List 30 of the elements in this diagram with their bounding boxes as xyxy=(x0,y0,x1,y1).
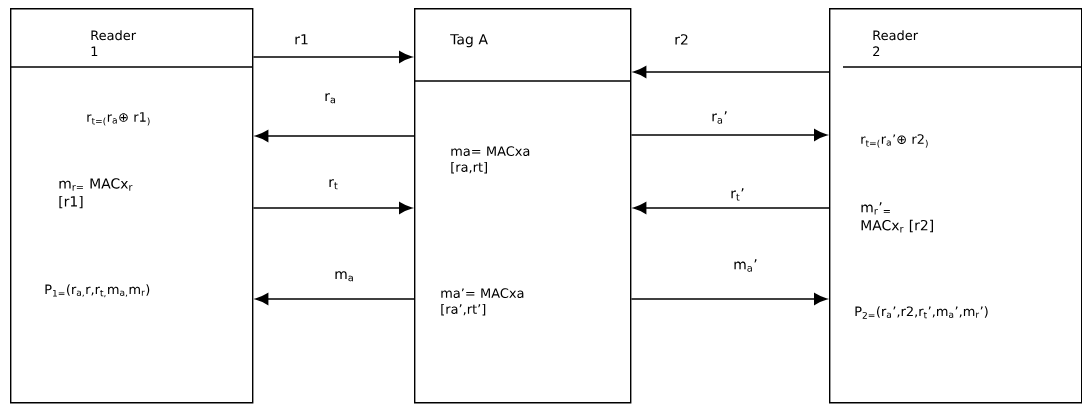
formula-text: m$_{r=}$ MACx$_{r}$ [r1] xyxy=(59,178,133,209)
edge-label: r$_{t}$ xyxy=(327,178,340,191)
arrow xyxy=(252,51,412,63)
participant-box xyxy=(829,8,1082,404)
formula-text: m$_{r}$’$_{=}$ MACx$_{r}$ [r2] xyxy=(861,202,933,233)
edge-label: r1 xyxy=(293,33,310,46)
participant-box xyxy=(414,8,632,404)
participant-label: Reader 2 xyxy=(873,30,919,56)
participant-label: Tag A xyxy=(450,34,488,48)
edge-label: r$_{a}$’ xyxy=(710,110,729,125)
edge-label: r2 xyxy=(673,33,690,46)
formula-text: P$_{2=}$(r$_{a}$’,r2,r$_{t}$’,m$_{a}$’,m$_{r}$’) xyxy=(855,306,988,319)
edge-label: m$_{a}$ xyxy=(333,270,356,283)
edge-label: r$_{a}$ xyxy=(323,92,338,105)
participant-label: Reader 1 xyxy=(91,30,137,56)
formula-text: P$_{1=}$(r$_{a,}$r,r$_{t,}$m$_{a,}$m$_{r}$) xyxy=(45,284,150,298)
arrow xyxy=(630,293,827,305)
arrow xyxy=(630,129,827,141)
participant-box xyxy=(10,8,254,404)
arrow xyxy=(633,66,830,78)
arrow xyxy=(255,293,415,305)
formula-text: r$_{t=(}$r$_{a}$⊕ r1$_{)}$ xyxy=(87,112,150,126)
formula-text: ma= MACxa [ra,rt] xyxy=(451,146,530,174)
edge-label: r$_{t}$’ xyxy=(729,187,746,202)
arrow xyxy=(252,202,412,214)
arrow xyxy=(255,130,415,142)
arrow xyxy=(633,202,830,214)
formula-text: r$_{t=(}$r$_{a}$’⊕ r2$_{)}$ xyxy=(861,134,928,148)
edge-label: m$_{a}$’ xyxy=(732,258,759,273)
formula-text: ma’= MACxa [ra’,rt’] xyxy=(441,288,524,316)
